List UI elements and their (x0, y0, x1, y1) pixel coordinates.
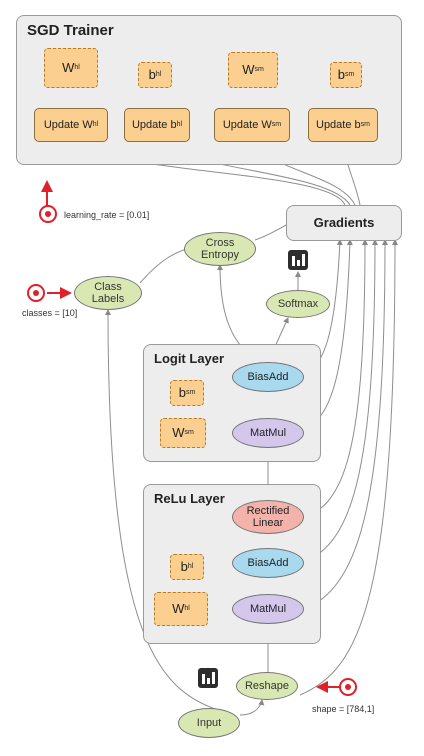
matmul-relu-node[interactable]: MatMul (232, 594, 304, 624)
softmax-label: Softmax (277, 298, 319, 310)
update-label: Update b (316, 119, 361, 131)
cross-entropy-label-1: Cross (205, 237, 235, 249)
var-sub: hl (74, 64, 80, 71)
rectified-linear-node[interactable]: Rectified Linear (232, 500, 304, 534)
class-labels-node[interactable]: Class Labels (74, 276, 142, 310)
rectified-label-2: Linear (252, 517, 284, 529)
biasadd-relu-node[interactable]: BiasAdd (232, 548, 304, 578)
learning-rate-label: learning_rate = [0.01] (64, 210, 150, 220)
shape-label: shape = [784,1] (312, 704, 375, 714)
rectified-label-1: Rectified (246, 505, 290, 517)
sgd-trainer-group: SGD Trainer (16, 15, 402, 165)
reshape-label: Reshape (244, 680, 290, 692)
var-label: W (172, 601, 185, 616)
matmul-label: MatMul (249, 603, 287, 615)
cross-entropy-node[interactable]: Cross Entropy (184, 232, 256, 266)
cross-entropy-label-2: Entropy (201, 249, 239, 261)
var-sub: hl (155, 71, 162, 78)
input-node[interactable]: Input (178, 708, 240, 738)
class-labels-label-1: Class (94, 281, 122, 293)
bar-chart-icon[interactable] (288, 250, 308, 270)
var-sub: hl (184, 605, 190, 612)
group-title-relu-layer: ReLu Layer (154, 491, 225, 506)
classes-param-icon[interactable] (26, 283, 46, 303)
shape-param-icon[interactable] (338, 677, 358, 697)
update-label: Update W (222, 119, 272, 131)
learning-rate-param-icon[interactable] (38, 204, 58, 224)
biasadd-label: BiasAdd (247, 371, 289, 383)
group-title-logit-layer: Logit Layer (154, 351, 225, 366)
gradients-node[interactable]: Gradients (286, 205, 402, 241)
var-sub: sm (254, 66, 264, 73)
gradients-label: Gradients (313, 215, 375, 230)
var-label: b (148, 67, 156, 82)
update-sub: hl (176, 121, 183, 128)
update-sub: sm (271, 121, 282, 128)
var-sub: sm (184, 429, 194, 436)
update-sub: sm (360, 121, 370, 128)
var-sub: sm (344, 71, 355, 78)
var-label: W (62, 60, 75, 75)
var-sub: sm (185, 389, 196, 396)
matmul-label: MatMul (249, 427, 287, 439)
var-sub: hl (187, 563, 194, 570)
biasadd-label: BiasAdd (247, 557, 289, 569)
reshape-node[interactable]: Reshape (236, 672, 298, 700)
biasadd-logit-node[interactable]: BiasAdd (232, 362, 304, 392)
var-label: b (337, 67, 345, 82)
input-label: Input (196, 717, 222, 729)
class-labels-label-2: Labels (91, 293, 125, 305)
var-label: W (172, 425, 185, 440)
update-label: Update b (131, 119, 177, 131)
classes-label: classes = [10] (22, 308, 78, 318)
softmax-node[interactable]: Softmax (266, 290, 330, 318)
var-label: b (180, 559, 188, 574)
update-sub: hl (92, 121, 99, 128)
group-title-sgd-trainer: SGD Trainer (27, 22, 114, 39)
update-label: Update W (43, 119, 93, 131)
var-label: b (178, 385, 186, 400)
bar-chart-icon[interactable] (198, 668, 218, 688)
matmul-logit-node[interactable]: MatMul (232, 418, 304, 448)
var-label: W (242, 62, 255, 77)
